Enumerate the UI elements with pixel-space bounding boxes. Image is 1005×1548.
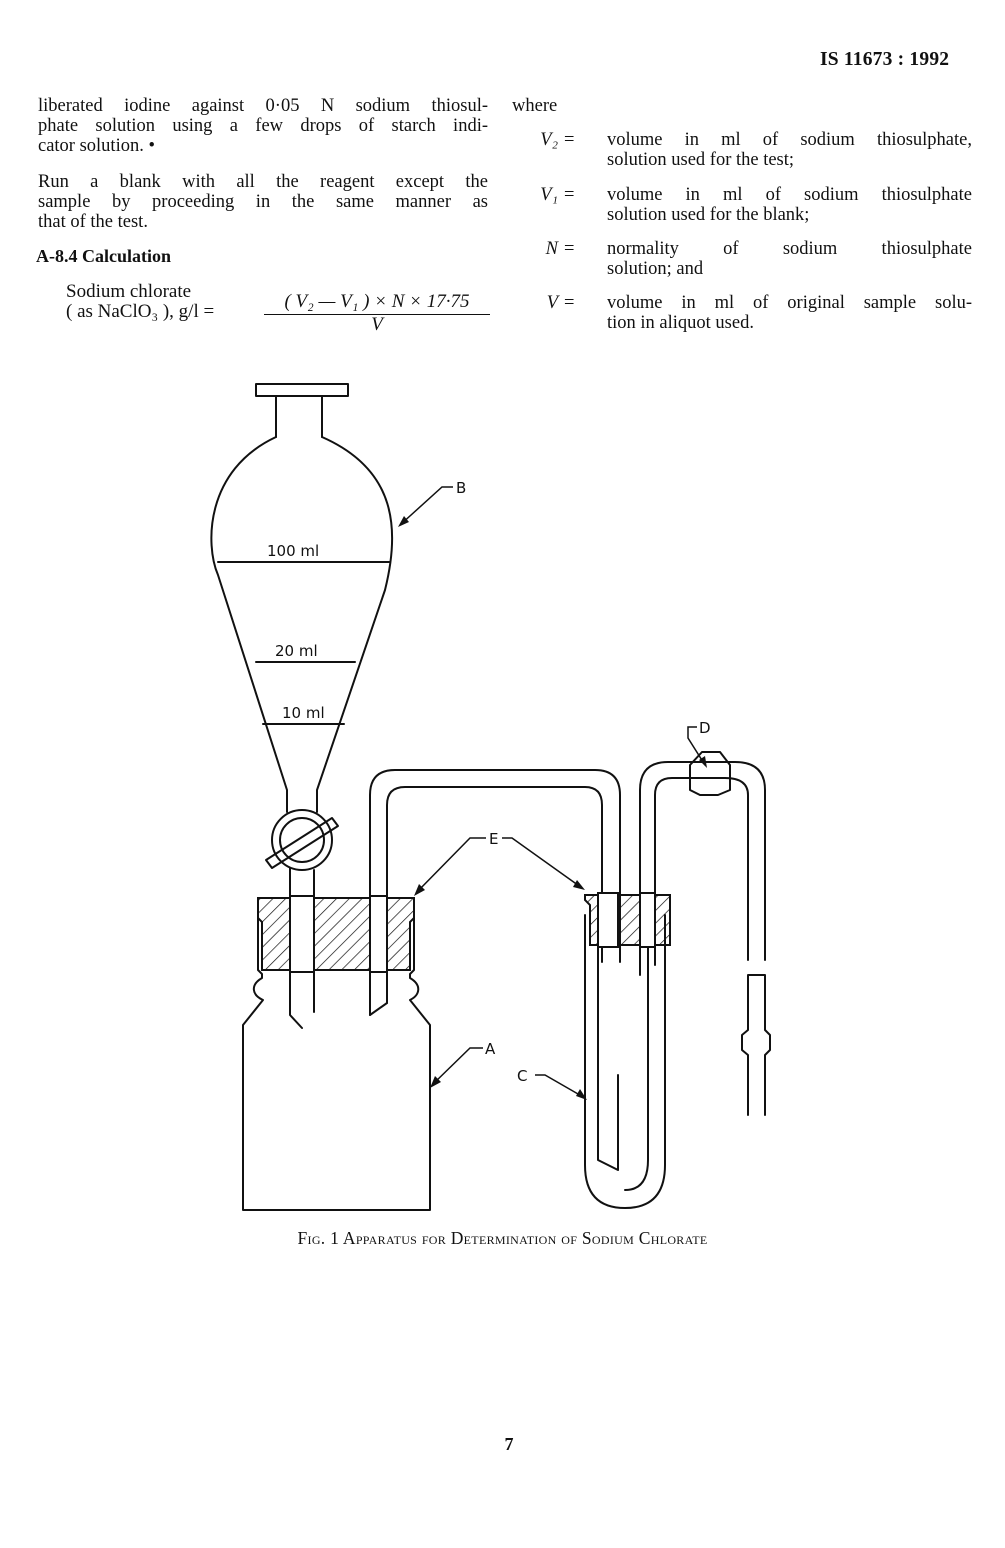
arrowhead-e-right — [573, 880, 585, 890]
definition-equals: = — [564, 130, 575, 150]
figure-caption: Fig. 1 Apparatus for Determination of So… — [297, 1228, 708, 1248]
u-inner-through-stopper — [639, 892, 656, 948]
stopcock-handle — [265, 817, 339, 869]
section-title: Calculation — [82, 246, 172, 266]
definition-text: normality of sodium thiosulphate solutio… — [607, 239, 972, 279]
funnel-body — [210, 436, 394, 813]
rubber-connector-d — [689, 751, 731, 796]
where-label: where — [512, 96, 558, 116]
definition-symbol: V₁ — [540, 185, 558, 205]
text-line: cator solution. • — [38, 136, 155, 156]
funnel-neck — [275, 395, 323, 438]
definition-equals: = — [564, 293, 575, 313]
arrowhead-c — [576, 1089, 587, 1100]
definition-equals: = — [564, 239, 575, 259]
section-heading: A-8.4 Calculation — [36, 246, 171, 267]
leader-line-e-right — [502, 837, 583, 889]
arrowhead-d — [699, 756, 707, 768]
text-line: solution used for the test; — [607, 150, 795, 170]
graduation-label-10: 10 ml — [282, 704, 325, 722]
definition-text: volume in ml of original sample solu- ti… — [607, 293, 972, 333]
u-tube-inner — [597, 929, 649, 1191]
label-c: C — [517, 1067, 527, 1085]
label-d: D — [699, 719, 711, 737]
label-a: A — [485, 1040, 496, 1058]
stem-through-stopper — [289, 895, 315, 973]
text-line: volume in ml of sodium thiosulphate, — [607, 130, 972, 150]
definition-equals: = — [564, 185, 575, 205]
graduation-label-20: 20 ml — [275, 642, 318, 660]
leader-line-c — [535, 1074, 586, 1099]
definition-symbol: V — [546, 293, 558, 313]
label-e: E — [489, 830, 498, 848]
text-line: Run a blank with all the reagent except … — [38, 172, 488, 192]
definition-text: volume in ml of sodium thiosulphate solu… — [607, 185, 972, 225]
arrowhead-b — [398, 516, 409, 527]
calculation-formula: Sodium chlorate ( as NaClO₃ ), g/l = ( V… — [66, 282, 496, 342]
u-outer-through-stopper — [597, 892, 619, 948]
definition-symbol: V₂ — [540, 130, 558, 150]
formula-lhs-line2: ( as NaClO₃ ), g/l = — [66, 301, 215, 322]
formula-denominator: V — [371, 314, 383, 335]
paragraph-blank: Run a blank with all the reagent except … — [38, 172, 488, 232]
bottle-rubber-stopper — [257, 897, 415, 971]
text-line: solution used for the blank; — [607, 205, 810, 225]
page-number: 7 — [504, 1434, 514, 1454]
stopcock-ring — [271, 809, 333, 871]
formula-lhs-line1: Sodium chlorate — [66, 281, 192, 302]
text-line: tion in aliquot used. — [607, 313, 754, 333]
text-line: volume in ml of original sample solu- — [607, 293, 972, 313]
delivery-tube — [369, 769, 621, 1016]
graduation-label-100: 100 ml — [267, 542, 319, 560]
stopcock-inner — [279, 817, 325, 863]
section-number: A-8.4 — [36, 246, 78, 266]
outlet-tube-lower — [741, 974, 771, 1116]
leader-line-d — [687, 726, 706, 766]
leader-line-b — [399, 486, 453, 526]
leader-line-e-left — [415, 837, 486, 894]
text-line: liberated iodine against 0·05 N sodium t… — [38, 96, 488, 116]
standard-number: IS 11673 : 1992 — [820, 49, 950, 70]
symbol-definitions: V₂ = volume in ml of sodium thiosulphate… — [512, 130, 972, 340]
paragraph-titration: liberated iodine against 0·05 N sodium t… — [38, 96, 488, 156]
text-line: phate solution using a few drops of star… — [38, 116, 488, 136]
definition-symbol: N — [545, 239, 558, 259]
fraction-bar — [264, 314, 490, 315]
delivery-through-stopper — [369, 895, 388, 973]
label-b: B — [456, 479, 466, 497]
arrowhead-a — [430, 1076, 441, 1088]
delivery-tube-tip — [369, 1002, 388, 1016]
text-line: that of the test. — [38, 212, 148, 232]
u-tube-outer — [584, 914, 666, 1209]
definition-text: volume in ml of sodium thiosulphate, sol… — [607, 130, 972, 170]
leader-line-a — [431, 1047, 483, 1086]
arrowhead-e-left — [414, 884, 425, 896]
text-line: sample by proceeding in the same manner … — [38, 192, 488, 212]
formula-numerator: ( V₂ — V₁ ) × N × 17·75 — [284, 291, 470, 312]
text-line: solution; and — [607, 259, 704, 279]
funnel-stopper — [255, 383, 349, 397]
text-line: volume in ml of sodium thiosulphate — [607, 185, 972, 205]
text-line: normality of sodium thiosulphate — [607, 239, 972, 259]
